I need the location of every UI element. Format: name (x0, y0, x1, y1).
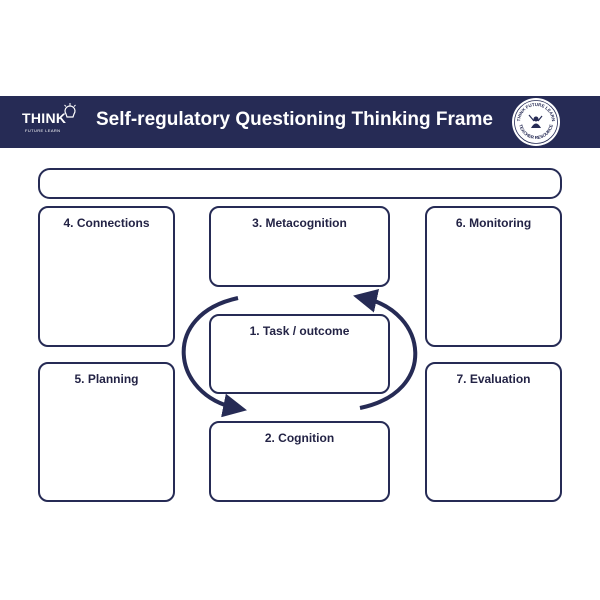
left-cycle-arrow (181, 296, 247, 418)
teacher-resource-badge-icon: THINK FUTURE LEARN TEACHER RESOURCE (512, 98, 560, 146)
metacognition-box[interactable]: 3. Metacognition (209, 206, 390, 287)
header-banner: THINK FUTURE LEARN Self-regulatory Quest… (0, 96, 600, 148)
task-outcome-label: 1. Task / outcome (249, 324, 350, 338)
page-title: Self-regulatory Questioning Thinking Fra… (96, 109, 493, 130)
task-outcome-box[interactable]: 1. Task / outcome (209, 314, 390, 394)
think-logo: THINK FUTURE LEARN (22, 103, 82, 138)
metacognition-label: 3. Metacognition (252, 216, 347, 230)
planning-label: 5. Planning (74, 372, 139, 386)
evaluation-label: 7. Evaluation (456, 372, 531, 386)
title-box[interactable] (38, 168, 562, 199)
lightbulb-icon (64, 103, 76, 118)
monitoring-label: 6. Monitoring (455, 216, 532, 230)
planning-box[interactable]: 5. Planning (38, 362, 175, 502)
right-cycle-arrow (353, 289, 418, 410)
evaluation-box[interactable]: 7. Evaluation (425, 362, 562, 502)
logo-wordmark: THINK (22, 110, 67, 126)
connections-label: 4. Connections (63, 216, 150, 230)
cognition-box[interactable]: 2. Cognition (209, 421, 390, 502)
logo-tagline: FUTURE LEARN (25, 128, 61, 133)
monitoring-box[interactable]: 6. Monitoring (425, 206, 562, 347)
connections-box[interactable]: 4. Connections (38, 206, 175, 347)
cognition-label: 2. Cognition (264, 431, 335, 445)
